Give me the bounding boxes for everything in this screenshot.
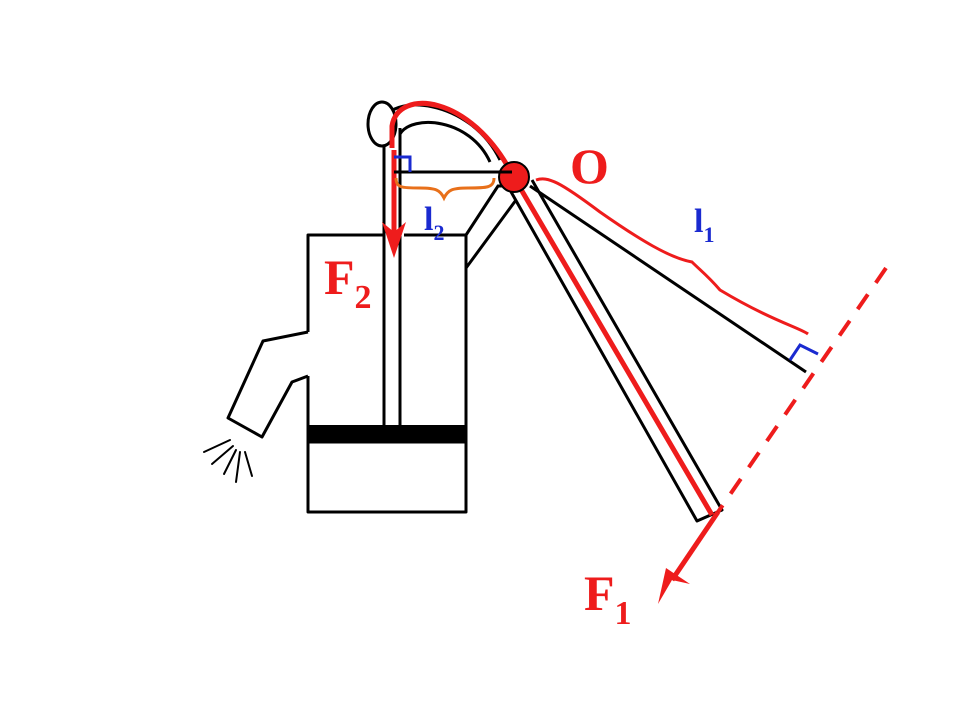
load-arm-brace [394,177,496,202]
effort-line-of-action [716,266,888,514]
effort-arm-subscript: 1 [703,222,714,247]
effort-arm-brace [535,177,809,336]
pivot-label: O [570,138,609,194]
effort-arm-line [529,184,807,374]
load-arm-right-angle [394,155,412,172]
load-force-subscript: 2 [355,279,372,316]
effort-force-label: F1 [584,565,632,632]
pump-body [226,233,468,514]
pivot-point [498,161,530,193]
effort-force-subscript: 1 [615,595,632,632]
pivot-bracket [464,184,518,269]
handle-knob [366,100,398,148]
lever-highlight [389,100,715,517]
load-force-label: F2 [324,249,372,316]
effort-force-arrow [658,510,721,604]
water-spray [203,439,253,483]
effort-arm-label: l1 [694,203,714,247]
effort-arm-right-angle [788,343,819,361]
piston-rod [382,128,402,425]
load-arm-label: l2 [424,201,444,245]
load-force-arrow [382,150,406,258]
piston [308,425,466,442]
load-arm-subscript: 2 [433,220,444,245]
